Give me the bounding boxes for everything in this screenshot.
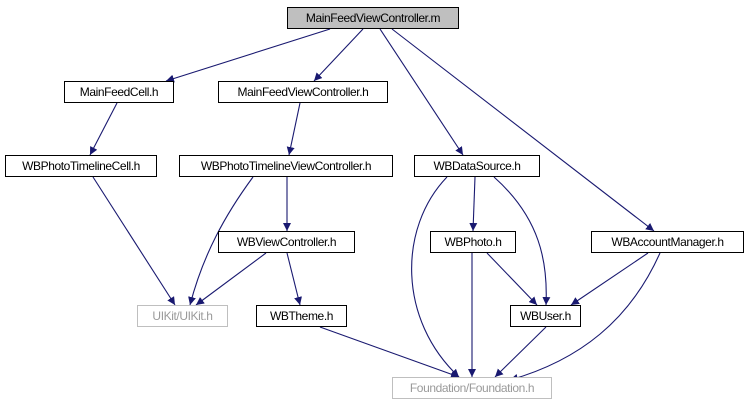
edge-wb-data-source-h-to-wb-photo-h [469, 176, 478, 232]
node-main-feed-cell-h[interactable]: MainFeedCell.h [64, 81, 174, 103]
edge-main-feed-view-controller-m-to-wb-account-manager-h [391, 28, 655, 232]
edge-main-feed-view-controller-h-to-wb-photo-timeline-view-controller-h [286, 102, 301, 156]
node-uikit-h[interactable]: UIKit/UIKit.h [137, 305, 228, 327]
edge-wb-photo-timeline-view-controller-h-to-uikit-h [188, 176, 254, 306]
node-wb-user-h[interactable]: WBUser.h [510, 305, 581, 327]
node-wb-photo-timeline-view-controller-h[interactable]: WBPhotoTimelineViewController.h [179, 155, 393, 177]
node-wb-view-controller-h[interactable]: WBViewController.h [218, 231, 355, 253]
node-wb-account-manager-h[interactable]: WBAccountManager.h [591, 231, 744, 253]
edge-wb-view-controller-h-to-wb-theme-h [286, 252, 302, 306]
node-wb-data-source-h[interactable]: WBDataSource.h [414, 155, 540, 177]
edge-wb-user-h-to-foundation-h [494, 326, 547, 378]
node-wb-photo-timeline-cell-h[interactable]: WBPhotoTimelineCell.h [5, 155, 157, 177]
edge-wb-account-manager-h-to-foundation-h [509, 252, 661, 382]
node-wb-photo-h[interactable]: WBPhoto.h [430, 231, 516, 253]
edge-wb-data-source-h-to-foundation-h [411, 176, 460, 378]
edge-main-feed-view-controller-m-to-main-feed-cell-h [165, 28, 331, 83]
node-main-feed-view-controller-h[interactable]: MainFeedViewController.h [218, 81, 388, 103]
edge-wb-photo-h-to-wb-user-h [486, 252, 538, 306]
node-foundation-h[interactable]: Foundation/Foundation.h [392, 377, 552, 399]
edge-wb-theme-h-to-foundation-h [319, 326, 460, 379]
node-main-feed-view-controller-m[interactable]: MainFeedViewController.m [287, 7, 459, 29]
edge-wb-data-source-h-to-wb-user-h [493, 176, 551, 306]
edge-main-feed-view-controller-m-to-main-feed-view-controller-h [313, 28, 364, 82]
edge-wb-account-manager-h-to-wb-user-h [570, 252, 649, 306]
edge-wb-photo-timeline-cell-h-to-uikit-h [92, 176, 176, 306]
node-wb-theme-h[interactable]: WBTheme.h [256, 305, 347, 327]
edge-wb-view-controller-h-to-uikit-h [195, 252, 267, 306]
edge-main-feed-cell-h-to-wb-photo-timeline-cell-h [89, 102, 118, 156]
edge-main-feed-view-controller-m-to-wb-data-source-h [379, 28, 464, 156]
